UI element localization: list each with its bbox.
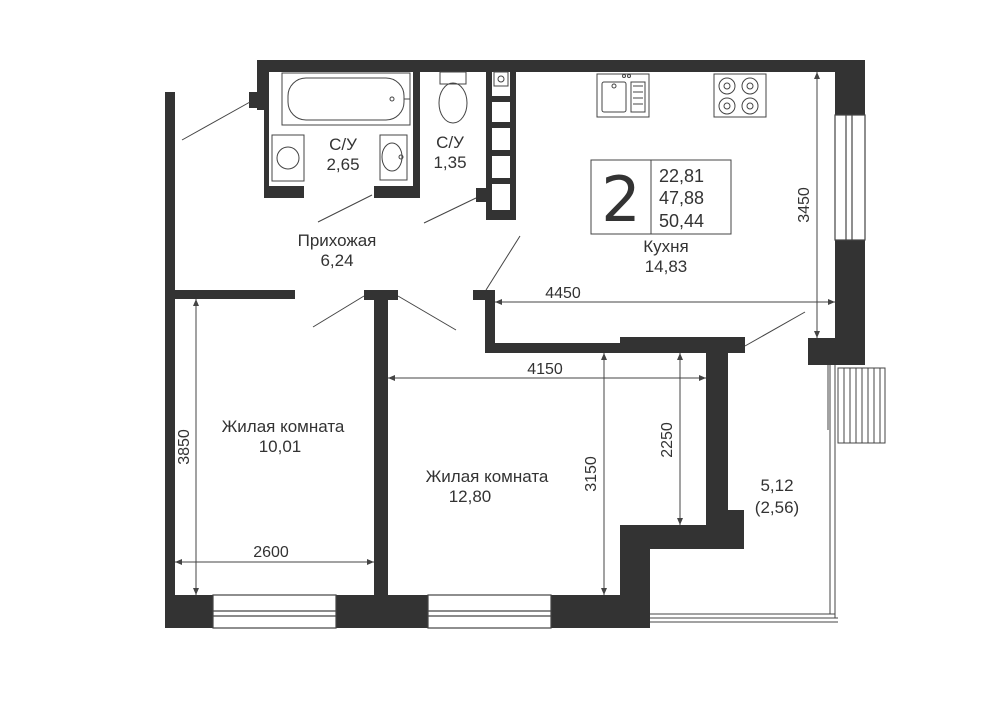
wall-kitchen-stub <box>473 290 495 300</box>
wall-room-div <box>374 290 388 628</box>
wall-kitchen-bottom <box>485 343 620 353</box>
toilet-area: 1,35 <box>433 153 466 172</box>
wall-room1-top <box>165 290 295 299</box>
shaft-rung-2 <box>486 122 516 128</box>
balcony-reduced-area: (2,56) <box>755 498 799 517</box>
wall-bath-bottom-left <box>264 186 304 198</box>
toilet-icon <box>438 71 468 124</box>
dim-balcony-depth: 2250 <box>659 422 676 458</box>
bedroom-left-area: 10,01 <box>259 437 302 456</box>
balcony-area: 5,12 <box>760 476 793 495</box>
washing-machine-icon <box>271 134 305 182</box>
kitchen-sink-icon <box>596 73 650 118</box>
windows <box>212 114 866 629</box>
wall-bottom-right <box>551 595 650 628</box>
bathtub-icon <box>281 72 411 126</box>
radiator <box>837 367 886 444</box>
bedroom-right-name: Жилая комната <box>426 467 549 486</box>
wall-shaft-right <box>510 72 516 220</box>
entrance-door <box>181 101 251 141</box>
dim-room2-height: 3150 <box>583 456 600 492</box>
apartment-badge: 2 22,81 47,88 50,44 <box>590 159 732 236</box>
bathroom-area: 2,65 <box>326 155 359 174</box>
toilet-name: С/У <box>436 133 464 152</box>
area-total: 47,88 <box>659 188 704 208</box>
dim-room1-height: 3850 <box>176 429 193 465</box>
shaft-rung-1 <box>486 96 516 102</box>
dim-kitchen-width: 4450 <box>545 285 581 302</box>
room2-door <box>397 295 457 331</box>
shaft-rung-5 <box>486 210 516 220</box>
bedroom-left-name: Жилая комната <box>222 417 345 436</box>
window-room2 <box>427 594 552 629</box>
balcony-door <box>744 311 806 347</box>
rooms-count: 2 <box>601 163 640 236</box>
shaft-rung-4 <box>486 178 516 184</box>
kitchen-name: Кухня <box>643 237 689 256</box>
wall-left <box>165 92 175 628</box>
bathroom-name: С/У <box>329 135 357 154</box>
wall-balcony-left <box>706 337 728 529</box>
walls <box>165 60 865 628</box>
wall-bath-left <box>264 108 269 198</box>
door-swings <box>181 101 829 430</box>
dimension-labels: 4450 3450 4150 3150 2250 3850 2600 <box>176 187 813 561</box>
sink-icon <box>379 134 408 181</box>
hallway-area: 6,24 <box>320 251 353 270</box>
fixtures <box>271 71 767 182</box>
dimension-lines <box>175 72 835 595</box>
wall-bath-stub <box>249 92 269 108</box>
wall-bottom-mid <box>336 595 428 628</box>
toilet-door <box>423 197 477 224</box>
riser-icon <box>493 71 509 87</box>
area-total-with-balcony: 50,44 <box>659 211 704 231</box>
dim-kitchen-height: 3450 <box>796 187 813 223</box>
wall-right-upper <box>835 60 865 115</box>
stove-icon <box>713 73 767 118</box>
wall-right-corner <box>808 338 865 365</box>
window-kitchen <box>834 114 866 241</box>
kitchen-area: 14,83 <box>645 257 688 276</box>
dim-room2-width: 4150 <box>527 361 563 378</box>
toilet-door-stub <box>476 188 490 202</box>
room1-door <box>312 295 365 328</box>
window-room1 <box>212 594 337 629</box>
shaft-rung-3 <box>486 150 516 156</box>
wall-kitchen-left <box>485 290 495 353</box>
hallway-name: Прихожая <box>298 231 377 250</box>
area-living: 22,81 <box>659 166 704 186</box>
wall-bath-toilet <box>413 72 420 198</box>
room-labels: С/У 2,65 С/У 1,35 Прихожая 6,24 Кухня 14… <box>222 133 800 517</box>
kitchen-door <box>485 235 521 291</box>
bedroom-right-area: 12,80 <box>449 487 492 506</box>
wall-bath-bottom-right <box>374 186 419 198</box>
bathroom-door <box>317 194 373 223</box>
dim-room1-width: 2600 <box>253 544 289 561</box>
wall-bottom-left <box>165 595 213 628</box>
balcony <box>650 365 886 623</box>
wall-room2-right-top <box>620 525 744 549</box>
dimension-arrows <box>175 72 835 595</box>
wall-shaft-left <box>486 72 492 220</box>
wall-top <box>257 60 865 72</box>
